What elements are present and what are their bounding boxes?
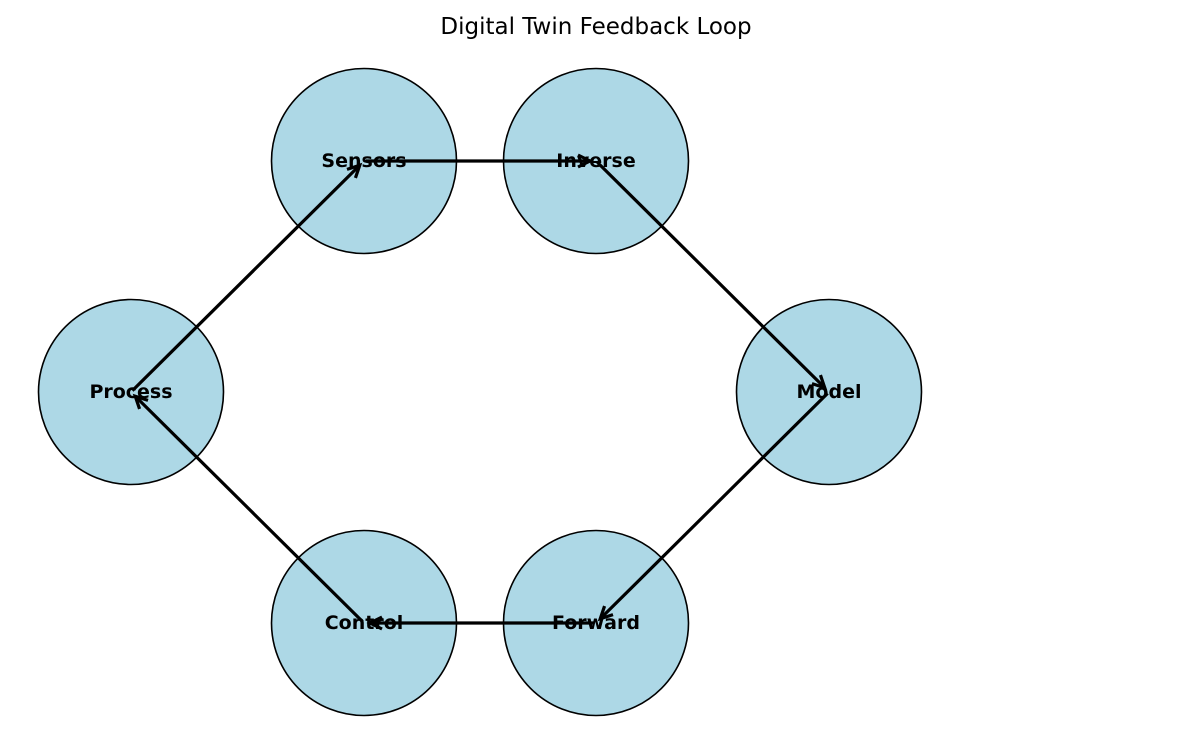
edges-layer (131, 153, 829, 631)
node-label-control: Control (325, 612, 404, 634)
arrowhead-forward-to-control (366, 615, 383, 631)
edge-inverse-to-model (596, 161, 826, 389)
edge-process-to-sensors (131, 164, 361, 392)
edge-model-to-forward (599, 392, 829, 620)
node-label-process: Process (89, 381, 172, 403)
arrowhead-control-to-process (132, 393, 149, 410)
node-label-model: Model (797, 381, 862, 403)
node-label-forward: Forward (552, 612, 640, 634)
arrowhead-model-to-forward (597, 605, 614, 622)
arrowhead-sensors-to-inverse (577, 153, 594, 169)
diagram-title: Digital Twin Feedback Loop (440, 14, 751, 40)
edge-control-to-process (134, 395, 364, 623)
arrowhead-inverse-to-model (811, 374, 828, 391)
arrowhead-process-to-sensors (346, 162, 363, 179)
node-label-inverse: Inverse (556, 150, 635, 172)
node-label-sensors: Sensors (321, 150, 406, 172)
